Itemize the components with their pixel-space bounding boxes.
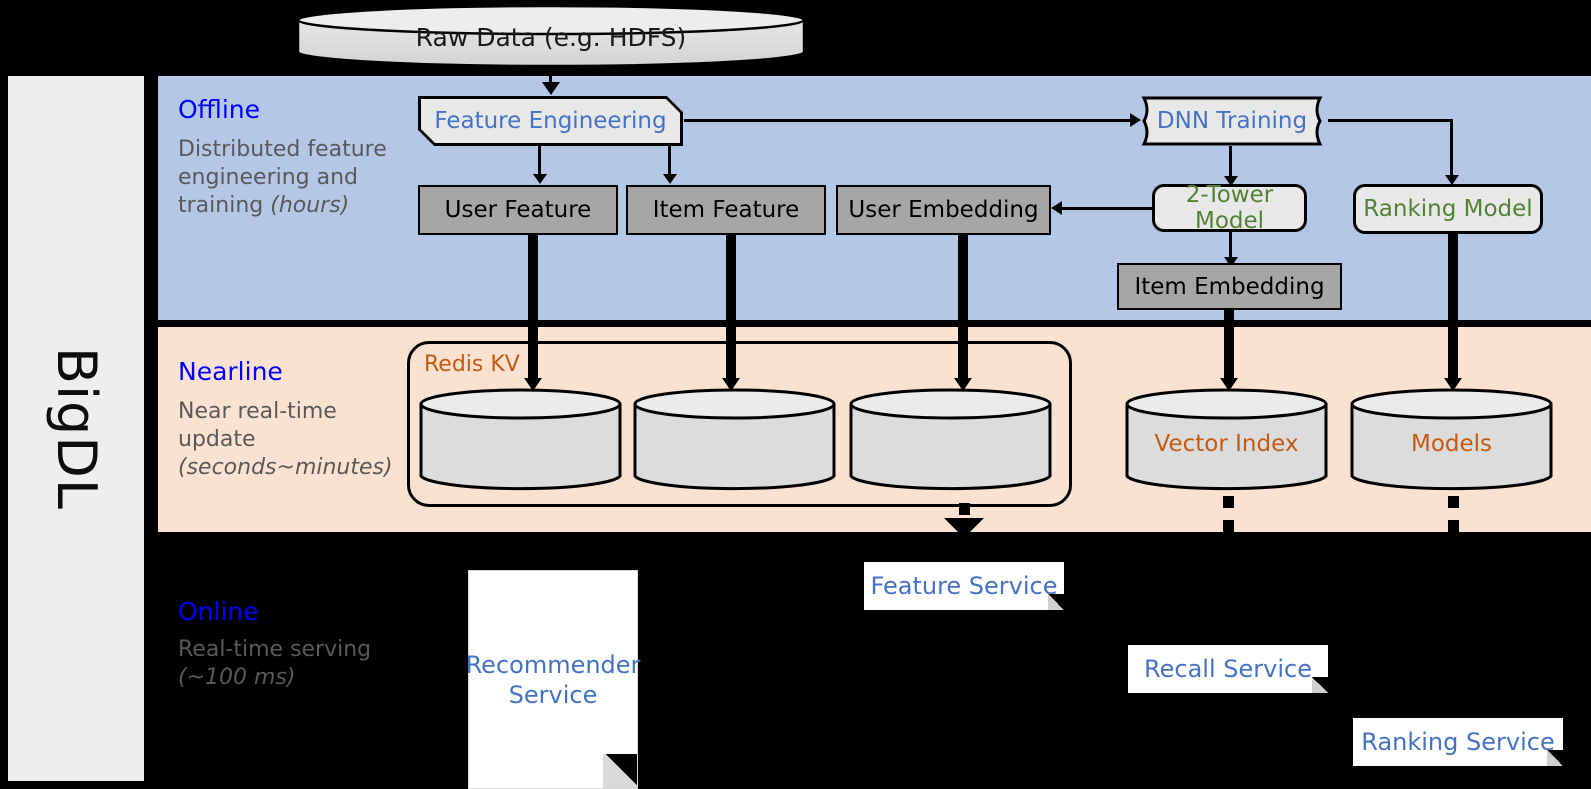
nearline-desc-em: (seconds~minutes) [178, 454, 393, 480]
models-label: Models [1410, 431, 1493, 457]
recommender-service-line1: Recommender [465, 650, 641, 679]
offline-caption: Offline Distributed feature engineering … [178, 96, 393, 220]
arrowhead-userfeature-redis [524, 378, 542, 391]
arrowhead-rankingmodel-models [1444, 378, 1462, 391]
connector-fe-itemfeature [668, 146, 671, 176]
vector-index-cylinder: Vector Index [1124, 388, 1329, 492]
bigdl-sidebar: BigDL [8, 76, 144, 781]
online-desc-em: (~100 ms) [178, 664, 296, 690]
ranking-service-label: Ranking Service [1361, 728, 1555, 756]
item-feature-label: Item Feature [652, 197, 800, 223]
fe-fill [421, 99, 680, 143]
item-embedding-node[interactable]: Item Embedding [1117, 263, 1342, 310]
two-tower-model-node[interactable]: 2-Tower Model [1152, 182, 1307, 234]
two-tower-model-label: 2-Tower Model [1185, 182, 1274, 234]
page-fold-icon [1547, 750, 1563, 766]
feature-engineering-label: Feature Engineering [434, 108, 667, 134]
models-cylinder: Models [1349, 388, 1554, 492]
ranking-model-node[interactable]: Ranking Model [1353, 184, 1543, 234]
connector-models-rankingservice [1448, 496, 1459, 532]
feature-engineering-node[interactable]: Feature Engineering [418, 96, 683, 146]
online-caption: Online Real-time serving (~100 ms) [178, 598, 393, 692]
arrowhead-fe-dnn [1130, 113, 1141, 127]
arrowhead-dnn-ranking [1445, 175, 1459, 185]
connector-rankingmodel-models [1448, 234, 1458, 380]
online-desc: Real-time serving (~100 ms) [178, 636, 393, 692]
connector-userembedding-redis [958, 235, 968, 380]
redis-cylinder-user-embedding [848, 388, 1053, 492]
ranking-service-node[interactable]: Ranking Service [1353, 718, 1563, 766]
offline-title: Offline [178, 95, 261, 124]
connector-fe-dnn [684, 119, 1133, 122]
feature-service-node[interactable]: Feature Service [864, 562, 1064, 610]
recall-service-label: Recall Service [1144, 655, 1312, 683]
arrowhead-rawdata-fe [542, 82, 560, 95]
feature-service-label: Feature Service [870, 572, 1058, 600]
page-fold-icon [1312, 677, 1328, 693]
user-embedding-label: User Embedding [848, 197, 1039, 223]
online-title: Online [178, 597, 259, 626]
connector-dnn-ranking-v [1450, 119, 1453, 177]
ranking-model-label: Ranking Model [1363, 196, 1533, 222]
raw-data-cylinder: Raw Data (e.g. HDFS) [296, 4, 806, 68]
recommender-service-label: Recommender Service [466, 650, 641, 710]
connector-twotower-userembedding [1062, 207, 1154, 210]
nearline-title: Nearline [178, 357, 283, 386]
connector-userfeature-redis [528, 235, 538, 380]
recommender-service-line2: Service [508, 680, 598, 709]
redis-kv-label: Redis KV [424, 352, 520, 377]
arrowhead-fe-userfeature [533, 174, 547, 184]
user-feature-label: User Feature [444, 197, 592, 223]
item-embedding-label: Item Embedding [1134, 273, 1325, 300]
arrowhead-twotower-itemembedding [1224, 257, 1238, 267]
offline-desc-em: (hours) [270, 192, 350, 218]
arrowhead-itemfeature-redis [722, 378, 740, 391]
offline-desc-text: Distributed feature engineering and trai… [178, 136, 387, 218]
arrowhead-itemembedding-vectorindex [1220, 378, 1238, 391]
vector-index-label: Vector Index [1154, 431, 1299, 457]
connector-itemembedding-vectorindex [1224, 310, 1234, 380]
connector-twotower-itemembedding [1229, 232, 1232, 260]
dnn-training-label: DNN Training [1156, 108, 1308, 134]
recommender-service-node[interactable]: Recommender Service [466, 570, 641, 789]
page-fold-icon [1048, 594, 1064, 610]
user-feature-node[interactable]: User Feature [418, 185, 618, 235]
raw-data-label: Raw Data (e.g. HDFS) [415, 23, 687, 52]
arrowhead-fe-itemfeature [663, 174, 677, 184]
arrowhead-userembedding-redis [954, 378, 972, 391]
arrowhead-dnn-twotower [1224, 176, 1238, 186]
nearline-caption: Nearline Near real-time update (seconds~… [178, 358, 393, 482]
connector-dnn-twotower [1229, 146, 1232, 178]
redis-kv-container [407, 341, 1072, 507]
redis-cylinder-item-feature [632, 388, 837, 492]
arrowhead-twotower-userembedding [1051, 201, 1062, 215]
online-desc-text: Real-time serving [178, 636, 372, 662]
arrowhead-redis-featureservice [944, 518, 984, 538]
connector-vectorindex-recallservice [1223, 496, 1234, 532]
recall-service-node[interactable]: Recall Service [1128, 645, 1328, 693]
page-fold-icon [603, 754, 637, 788]
redis-cylinder-user-feature [418, 388, 623, 492]
nearline-desc-text: Near real-time update [178, 398, 337, 452]
offline-desc: Distributed feature engineering and trai… [178, 136, 393, 220]
connector-itemfeature-redis [726, 235, 736, 380]
connector-fe-userfeature [538, 146, 541, 176]
connector-rawdata-fe [549, 68, 552, 84]
item-feature-node[interactable]: Item Feature [626, 185, 826, 235]
dnn-training-node[interactable]: DNN Training [1136, 96, 1328, 146]
user-embedding-node[interactable]: User Embedding [836, 185, 1051, 235]
nearline-desc: Near real-time update (seconds~minutes) [178, 398, 393, 482]
connector-dnn-ranking-h [1328, 119, 1453, 122]
bigdl-label: BigDL [44, 347, 108, 510]
connector-redis-featureservice [959, 503, 970, 525]
